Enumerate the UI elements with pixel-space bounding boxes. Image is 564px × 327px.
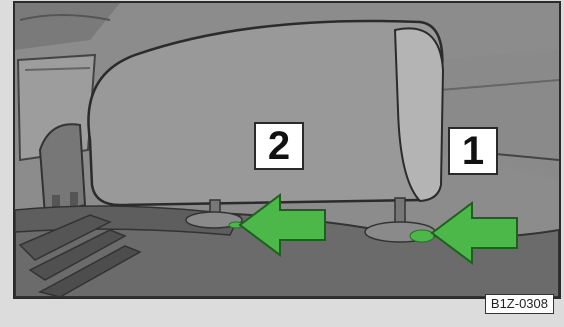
callout-label-2: 2 — [254, 122, 304, 170]
callout-label-1: 1 — [448, 127, 498, 175]
figure-code: B1Z-0308 — [485, 294, 554, 314]
